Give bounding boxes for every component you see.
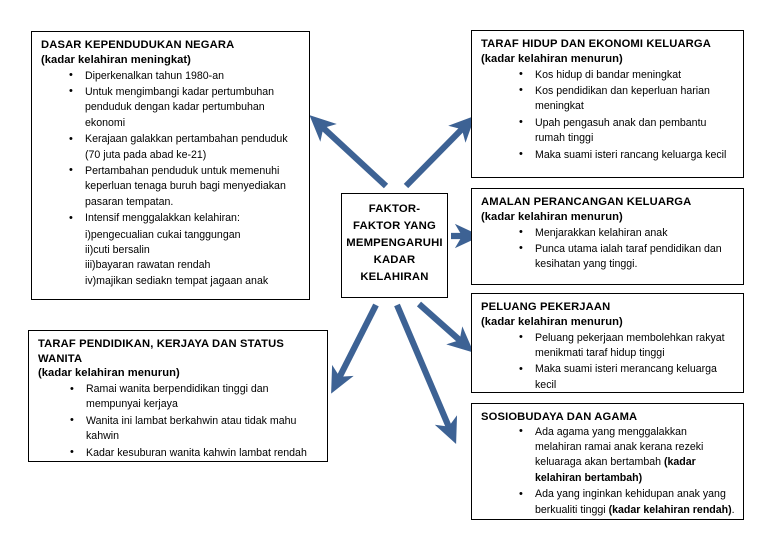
node-bullet-list: Ada agama yang menggalakkan melahiran ra… [481,424,735,518]
list-item: Intensif menggalakkan kelahiran: [69,211,301,227]
list-item: Menjarakkan kelahiran anak [519,225,735,241]
node-title: TARAF PENDIDIKAN, KERJAYA DAN STATUS WAN… [38,338,284,365]
node-bullet-list: Menjarakkan kelahiran anak Punca utama i… [481,225,735,273]
node-bullet-list: Kos hidup di bandar meningkat Kos pendid… [481,67,735,163]
center-node[interactable]: FAKTOR- FAKTOR YANG MEMPENGARUHI KADAR K… [341,193,448,298]
list-item: Punca utama ialah taraf pendidikan dan k… [519,241,735,273]
list-item: Kos hidup di bandar meningkat [519,67,735,83]
subline: ii)cuti bersalin [85,243,150,256]
list-item: Maka suami isteri merancang keluarga kec… [519,362,735,393]
node-subtitle: (kadar kelahiran menurun) [481,210,623,223]
list-item: Pertambahan penduduk untuk memenuhi kepe… [69,163,301,210]
node-bullet-list: Diperkenalkan tahun 1980-an Untuk mengim… [41,68,301,227]
arrow-center-to-peluang [416,301,474,353]
list-item: Ada yang inginkan kehidupan anak yang be… [519,487,735,518]
subline: iv)majikan sediakn tempat jagaan anak [85,274,269,287]
list-item: Wanita ini lambat berkahwin atau tidak m… [70,413,319,445]
node-title: SOSIOBUDAYA DAN AGAMA [481,411,638,423]
node-sublines: i)pengecualian cukai tanggungan ii)cuti … [41,228,301,290]
node-subtitle: (kadar kelahiran menurun) [481,52,623,65]
list-item: Kadar kesuburan wanita kahwin lambat ren… [70,445,319,461]
list-item: Kos pendidikan dan keperluan harian meni… [519,83,735,115]
arrow-center-to-taraf-pendidikan [331,303,379,394]
list-item-text: Ada yang inginkan kehidupan anak yang be… [535,488,726,516]
list-item: Untuk mengimbangi kadar pertumbuhan pend… [69,84,301,131]
arrow-center-to-sosiobudaya [394,303,458,444]
node-title: PELUANG PEKERJAAN [481,301,611,313]
center-line-1: FAKTOR- [368,203,421,215]
list-item-text: Ada agama yang menggalakkan melahiran ra… [535,425,704,469]
list-item: Ramai wanita berpendidikan tinggi dan me… [70,382,319,413]
node-title: AMALAN PERANCANGAN KELUARGA [481,196,692,208]
list-item: Peluang pekerjaan membolehkan rakyat men… [519,330,735,362]
node-title: DASAR KEPENDUDUKAN NEGARA [41,39,235,51]
list-item: Maka suami isteri rancang keluarga kecil [519,147,735,163]
arrow-center-to-dasar [309,115,389,189]
node-subtitle: (kadar kelahiran menurun) [481,315,623,328]
node-subtitle: (kadar kelahiran menurun) [38,367,180,379]
center-line-5: KELAHIRAN [360,271,429,283]
subline: i)pengecualian cukai tanggungan [85,228,241,241]
arrow-center-to-taraf-hidup [403,115,476,189]
center-line-3: MEMPENGARUHI [346,237,443,249]
list-item-emphasis: (kadar kelahiran bertambah) [535,456,696,484]
list-item: Ada agama yang menggalakkan melahiran ra… [519,424,735,487]
node-dasar-kependudukan-negara[interactable]: DASAR KEPENDUDUKAN NEGARA (kadar kelahir… [31,31,310,300]
node-taraf-hidup-dan-ekonomi-keluarga[interactable]: TARAF HIDUP DAN EKONOMI KELUARGA (kadar … [471,30,744,178]
node-peluang-pekerjaan[interactable]: PELUANG PEKERJAAN (kadar kelahiran menur… [471,293,744,393]
center-line-2: FAKTOR YANG [353,220,436,232]
node-bullet-list: Peluang pekerjaan membolehkan rakyat men… [481,330,735,394]
center-node-label: FAKTOR- FAKTOR YANG MEMPENGARUHI KADAR K… [346,201,443,290]
node-title: TARAF HIDUP DAN EKONOMI KELUARGA [481,38,711,50]
list-item: Upah pengasuh anak dan pembantu rumah ti… [519,115,735,147]
node-bullet-list: Ramai wanita berpendidikan tinggi dan me… [38,382,319,461]
center-line-4: KADAR [373,254,416,266]
node-taraf-pendidikan-kerjaya-status-wanita[interactable]: TARAF PENDIDIKAN, KERJAYA DAN STATUS WAN… [28,330,328,462]
subline: iii)bayaran rawatan rendah [85,259,211,272]
list-item-tail: . [731,503,735,516]
list-item-emphasis: (kadar kelahiran rendah) [608,503,732,516]
node-sosiobudaya-dan-agama[interactable]: SOSIOBUDAYA DAN AGAMA Ada agama yang men… [471,403,744,520]
list-item: Diperkenalkan tahun 1980-an [69,68,301,84]
list-item: Kerajaan galakkan pertambahan penduduk (… [69,132,301,163]
node-amalan-perancangan-keluarga[interactable]: AMALAN PERANCANGAN KELUARGA (kadar kelah… [471,188,744,285]
node-subtitle: (kadar kelahiran meningkat) [41,53,191,66]
